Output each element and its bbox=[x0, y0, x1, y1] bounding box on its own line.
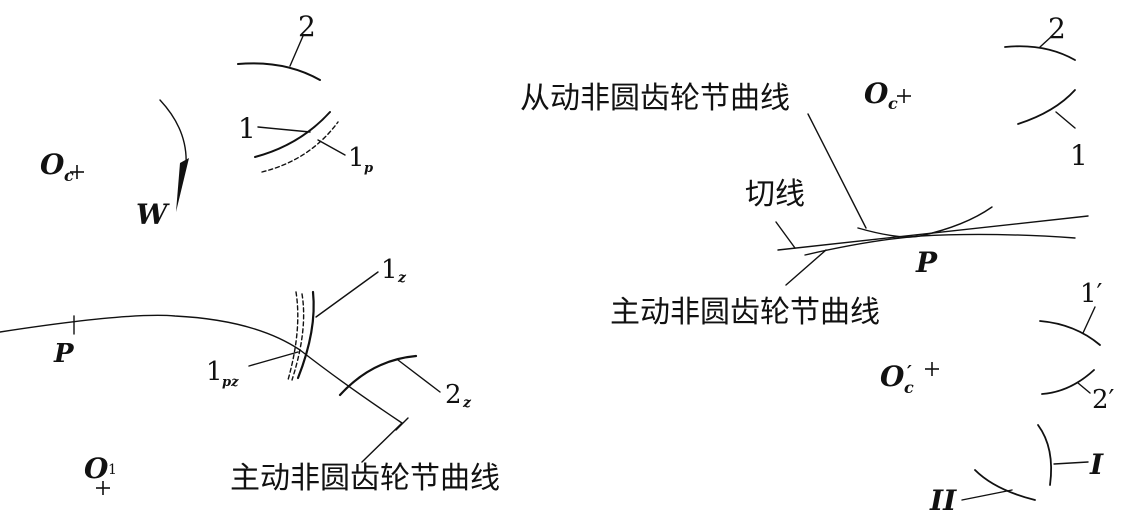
left-pitch-curve-end-tick bbox=[395, 417, 409, 431]
left-label-pitch1pz: 1 bbox=[206, 357, 223, 387]
left-label-point-p: P bbox=[53, 339, 75, 369]
right-center-oc-cross bbox=[897, 89, 911, 103]
left-label-cutter-w: W bbox=[136, 198, 170, 231]
right-gear2prime-arc bbox=[1041, 369, 1095, 395]
left-center-oc-cross bbox=[70, 165, 84, 179]
right-label-roman-i: I bbox=[1089, 448, 1104, 481]
right-tangent-leader bbox=[775, 221, 796, 249]
right-label-driven-pitch-curve: 从动非圆齿轮节曲线 bbox=[520, 81, 790, 116]
right-driven-pitch-curve bbox=[857, 206, 993, 238]
left-pitch1pz-arc-inner bbox=[291, 293, 305, 381]
left-gear2-leader bbox=[289, 35, 304, 67]
right-label-gear1: 1 bbox=[1070, 139, 1088, 172]
left-center-o1-cross bbox=[96, 481, 110, 495]
right-label-gear2: 2 bbox=[1048, 12, 1066, 45]
right-gear2-leader bbox=[1039, 35, 1053, 48]
left-label-center-oc-sub: c bbox=[64, 166, 74, 185]
right-label-gear1prime: 1′ bbox=[1080, 279, 1103, 309]
right-label-center-ocprime-mark: ′ bbox=[907, 362, 912, 383]
right-label-roman-ii: II bbox=[929, 484, 957, 517]
right-gear1prime-leader bbox=[1082, 306, 1096, 334]
left-label-tooth1z-sub: z bbox=[397, 270, 407, 286]
left-label-pitch1p: 1 bbox=[348, 143, 365, 173]
left-label-gear1: 1 bbox=[238, 112, 256, 145]
left-gear1-leader bbox=[257, 126, 311, 133]
right-label-driving-pitch-curve: 主动非圆齿轮节曲线 bbox=[610, 295, 880, 330]
left-label-pitch1pz-sub: pz bbox=[222, 375, 239, 390]
left-pitch1p-arc bbox=[261, 121, 339, 173]
left-gear1-arc bbox=[254, 111, 331, 158]
left-label-gear2: 2 bbox=[298, 10, 316, 43]
right-roman-i-leader bbox=[1053, 461, 1089, 465]
left-label-center-oc: O bbox=[40, 148, 65, 181]
left-pitch-curve-leader bbox=[361, 422, 403, 463]
right-tangent-line bbox=[777, 215, 1089, 251]
left-label-center-o1-sub: 1 bbox=[108, 462, 117, 478]
left-tooth1z-leader bbox=[315, 271, 379, 318]
left-gear2-arc bbox=[237, 62, 321, 81]
left-label-tooth1z: 1 bbox=[381, 255, 398, 285]
right-gear1-arc bbox=[1017, 89, 1076, 125]
left-label-tooth2z-sub: z bbox=[462, 395, 472, 411]
right-label-gear2prime: 2′ bbox=[1092, 385, 1115, 415]
right-gear2prime-leader bbox=[1077, 382, 1091, 394]
left-pitch1pz-leader bbox=[248, 351, 299, 367]
right-label-center-ocprime-sub: c bbox=[904, 378, 914, 397]
right-label-tangent: 切线 bbox=[745, 177, 805, 212]
cutter-blade bbox=[176, 158, 189, 212]
right-center-ocprime-cross bbox=[925, 362, 939, 376]
left-label-driving-pitch-curve: 主动非圆齿轮节曲线 bbox=[230, 461, 500, 496]
right-gear2-arc bbox=[1004, 45, 1076, 61]
right-gear1-leader bbox=[1055, 111, 1076, 129]
left-driving-pitch-curve bbox=[0, 314, 403, 424]
right-roman-i-arc bbox=[1037, 424, 1053, 486]
right-roman-ii-leader bbox=[961, 489, 1013, 501]
left-label-tooth2z: 2 bbox=[445, 380, 462, 410]
right-roman-ii-arc bbox=[974, 469, 1036, 501]
left-tooth2z-leader bbox=[397, 359, 441, 393]
right-label-center-ocprime: O bbox=[880, 360, 905, 393]
left-label-pitch1p-sub: p bbox=[364, 161, 373, 176]
right-gear1prime-arc bbox=[1039, 320, 1101, 346]
left-pitch1pz-arc-outer bbox=[287, 291, 299, 381]
right-label-point-p: P bbox=[915, 246, 938, 279]
left-tooth2z-arc bbox=[338, 354, 418, 397]
left-cutter-arc bbox=[159, 99, 187, 166]
right-driving-pitch-leader bbox=[785, 249, 827, 286]
left-label-center-o1: O bbox=[84, 452, 109, 485]
right-driving-pitch-curve bbox=[804, 233, 1076, 256]
left-pitch1p-leader bbox=[317, 139, 346, 156]
right-label-center-oc-sub: c bbox=[888, 94, 898, 113]
right-label-center-oc: O bbox=[864, 77, 889, 110]
right-driven-pitch-leader bbox=[807, 113, 867, 229]
left-tooth1z-arc bbox=[296, 290, 315, 380]
